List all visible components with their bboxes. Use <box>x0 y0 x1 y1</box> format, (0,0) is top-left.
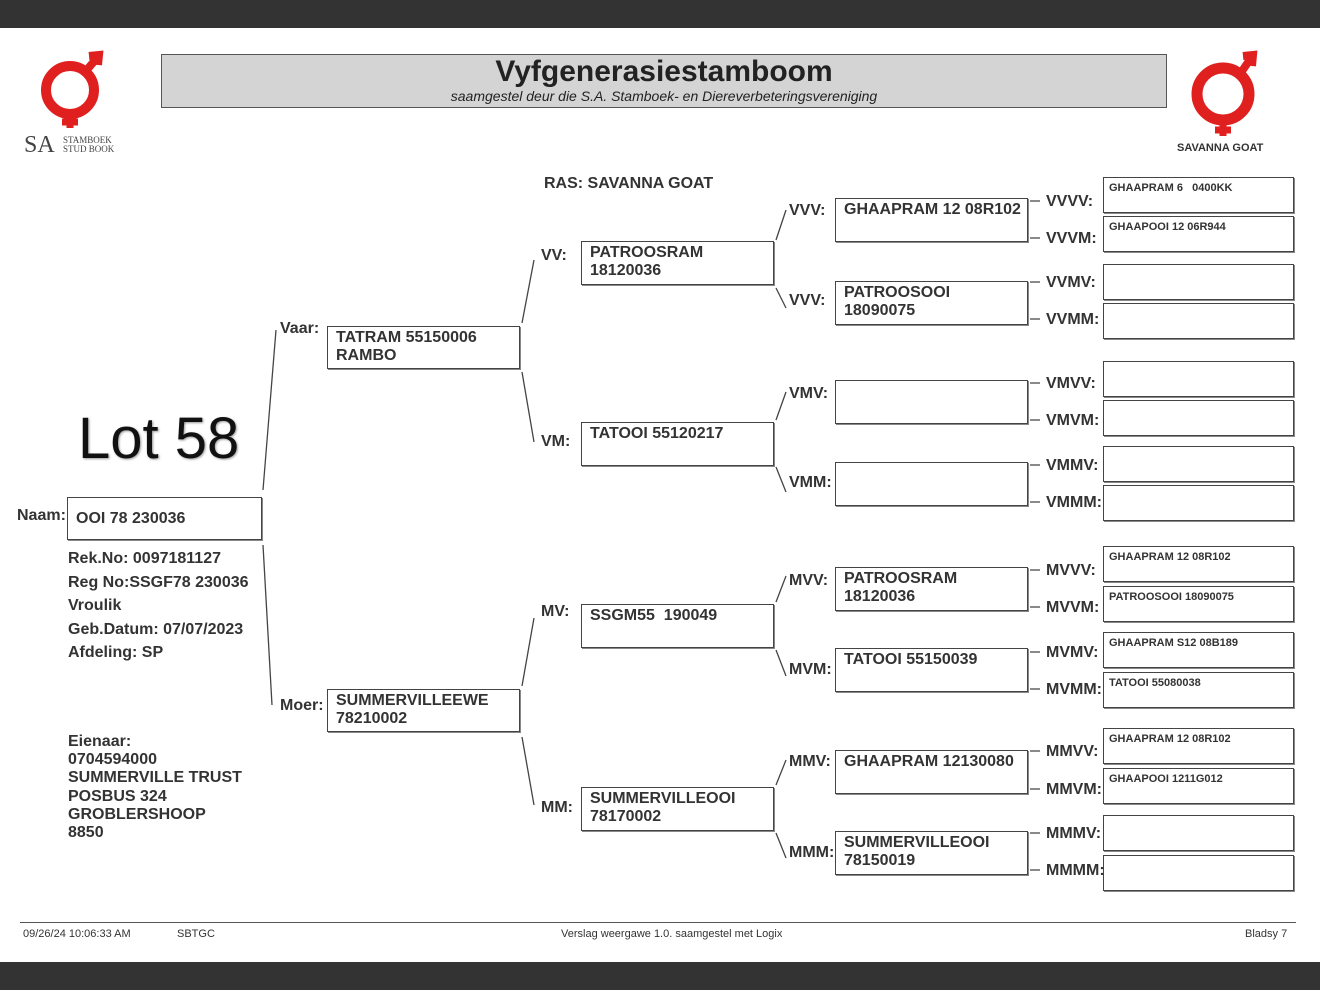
label-vmmm: VMMM: <box>1046 494 1102 511</box>
birth-date: Geb.Datum: 07/07/2023 <box>68 620 244 638</box>
ancestor-box-mv: SSGM55 190049 <box>581 604 774 648</box>
ancestor-box-vm: TATOOI 55120217 <box>581 422 774 466</box>
footer-report: Verslag weergawe 1.0. saamgestel met Log… <box>561 928 783 940</box>
label-vvmm: VVMM: <box>1046 311 1100 328</box>
ancestor-box-vvmv <box>1103 264 1294 300</box>
sex: Vroulik <box>68 597 122 614</box>
ancestor-box-m: SUMMERVILLEEWE 78210002 <box>327 689 520 732</box>
label-vmmv: VMMV: <box>1046 457 1099 474</box>
label-m: Moer: <box>280 697 324 714</box>
label-vmvm: VMVM: <box>1046 412 1100 429</box>
footer-divider <box>20 922 1296 923</box>
label-vvm: VVV: <box>789 292 826 309</box>
page-subtitle: saamgestel deur die S.A. Stamboek- en Di… <box>450 88 878 104</box>
ancestor-box-mmmm <box>1103 855 1294 891</box>
label-mmv: MMV: <box>789 753 831 770</box>
ancestor-box-mvv: PATROOSRAM 18120036 <box>835 567 1028 611</box>
footer-code: SBTGC <box>177 928 215 940</box>
ancestor-box-vmv <box>835 380 1028 424</box>
label-vvv: VVV: <box>789 202 826 219</box>
owner-address: POSBUS 324 <box>68 787 167 805</box>
bottom-bar <box>0 962 1320 990</box>
ancestor-box-mmv: GHAAPRAM 12130080 <box>835 750 1028 794</box>
footer-page: Bladsy 7 <box>1245 928 1288 940</box>
owner-number: 0704594000 <box>68 751 157 769</box>
logo-line2: STUD BOOK <box>63 144 115 154</box>
label-mvmv: MVMV: <box>1046 644 1099 661</box>
ancestor-box-mmm: SUMMERVILLEOOI 78150019 <box>835 831 1028 875</box>
logo-caption: SAVANNA GOAT <box>1177 142 1264 154</box>
ancestor-box-mvvm: PATROOSOOI 18090075 <box>1103 586 1294 622</box>
label-vvvv: VVVV: <box>1046 193 1094 210</box>
label-vmv: VMV: <box>789 385 829 402</box>
ancestor-box-vvm: PATROOSOOI 18090075 <box>835 281 1028 325</box>
ancestor-box-mvmm: TATOOI 55080038 <box>1103 672 1294 708</box>
ancestor-box-vmmv <box>1103 446 1294 482</box>
ancestor-box-mvmv: GHAAPRAM S12 08B189 <box>1103 632 1294 668</box>
ancestor-box-mvm: TATOOI 55150039 <box>835 648 1028 692</box>
logo-sa: SA <box>24 132 55 158</box>
registration-account: Rek.No: 0097181127 <box>68 550 221 567</box>
top-bar <box>0 0 1320 28</box>
ancestor-box-mmvv: GHAAPRAM 12 08R102 <box>1103 728 1294 764</box>
label-vmvv: VMVV: <box>1046 375 1096 392</box>
page-title: Vyfgenerasiestamboom <box>495 55 833 88</box>
ancestor-box-vvvv: GHAAPRAM 6 0400KK <box>1103 177 1294 213</box>
owner-name: SUMMERVILLE TRUST <box>68 769 242 787</box>
gender-symbol-icon <box>1191 50 1258 136</box>
label-mmvm: MMVM: <box>1046 781 1102 798</box>
label-mmm: MMM: <box>789 844 835 861</box>
ancestor-box-mm: SUMMERVILLEOOI 78170002 <box>581 787 774 831</box>
footer-timestamp: 09/26/24 10:06:33 AM <box>23 928 131 940</box>
animal-name-box: OOI 78 230036 <box>67 497 262 540</box>
ancestor-box-vmmm <box>1103 485 1294 521</box>
ancestor-box-vvvm: GHAAPOOI 12 06R944 <box>1103 216 1294 252</box>
section: Afdeling: SP <box>68 644 164 661</box>
savanna-goat-logo: SAVANNA GOAT <box>1170 50 1290 160</box>
ancestor-box-mvvv: GHAAPRAM 12 08R102 <box>1103 546 1294 582</box>
label-vvvm: VVVM: <box>1046 230 1097 247</box>
ancestor-box-v: TATRAM 55150006 RAMBO <box>327 326 520 369</box>
label-mm: MM: <box>541 799 573 816</box>
registration-number: Reg No:SSGF78 230036 <box>68 573 249 591</box>
ancestor-box-vvv: GHAAPRAM 12 08R102 <box>835 198 1028 242</box>
label-v: Vaar: <box>280 320 320 337</box>
label-mvvm: MVVM: <box>1046 599 1100 616</box>
label-mvv: MVV: <box>789 572 829 589</box>
ancestor-box-vvmm <box>1103 303 1294 339</box>
label-vm: VM: <box>541 433 571 450</box>
ancestor-box-vmm <box>835 462 1028 506</box>
label-mv: MV: <box>541 603 570 620</box>
title-box: Vyfgenerasiestamboom saamgestel deur die… <box>161 54 1167 108</box>
label-mvm: MVM: <box>789 661 832 678</box>
owner-town: GROBLERSHOOP <box>68 805 206 823</box>
logo-line1: STAMBOEK <box>63 135 112 145</box>
breed-label: RAS: SAVANNA GOAT <box>544 175 714 192</box>
owner-label: Eienaar: <box>68 733 132 750</box>
ancestor-box-mmmv <box>1103 815 1294 851</box>
label-mvmm: MVMM: <box>1046 681 1102 698</box>
ancestor-box-mmvm: GHAAPOOI 1211G012 <box>1103 768 1294 804</box>
label-mmmv: MMMV: <box>1046 825 1102 842</box>
owner-postcode: 8850 <box>68 824 104 842</box>
ancestor-box-vmvv <box>1103 361 1294 397</box>
animal-name-label: Naam: <box>17 507 66 524</box>
ancestor-box-vmvm <box>1103 400 1294 436</box>
lot-number: Lot 58 <box>78 406 240 471</box>
label-mvvv: MVVV: <box>1046 562 1096 579</box>
owner-details: Eienaar: 0704594000 SUMMERVILLE TRUST PO… <box>68 733 242 842</box>
label-vvmv: VVMV: <box>1046 274 1096 291</box>
gender-symbol-icon <box>41 50 104 128</box>
label-mmmm: MMMM: <box>1046 862 1105 879</box>
animal-details: Rek.No: 0097181127 Reg No:SSGF78 230036 … <box>68 547 249 665</box>
label-vv: VV: <box>541 247 567 264</box>
label-mmvv: MMVV: <box>1046 743 1099 760</box>
label-vmm: VMM: <box>789 474 832 491</box>
ancestor-box-vv: PATROOSRAM 18120036 <box>581 241 774 285</box>
